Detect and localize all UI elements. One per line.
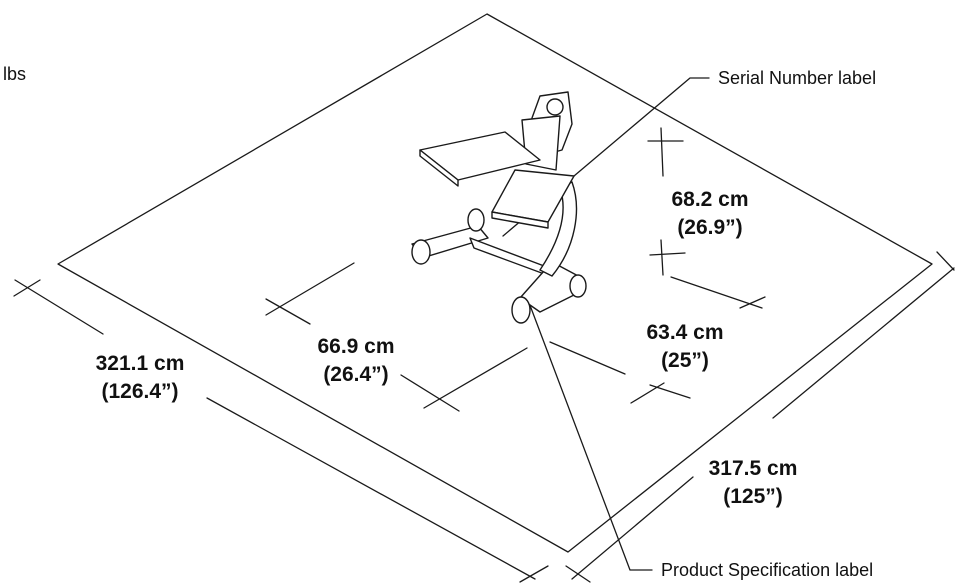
inner-left-dimension-in: (26.4”) bbox=[323, 363, 389, 386]
inner-right-dimension-in: (25”) bbox=[661, 349, 709, 372]
outer-right-dimension-cm: 317.5 cm bbox=[708, 457, 798, 480]
outer-left-dimension-cm: 321.1 cm bbox=[95, 352, 185, 375]
header-fragment-text: 8 lbs bbox=[0, 64, 27, 84]
brand-logo-badge bbox=[546, 98, 564, 116]
product-specification-callout: Product Specification label bbox=[661, 560, 874, 580]
inner-right-dimension-cm: 63.4 cm bbox=[646, 321, 724, 344]
bench-seat-pad-edge bbox=[491, 211, 549, 229]
rear-foot-cap-left bbox=[411, 239, 431, 265]
product-specification-leader bbox=[527, 299, 653, 571]
outer-dimension-right-lines bbox=[565, 251, 955, 583]
weight-bench-illustration bbox=[411, 91, 587, 324]
inner-right-dimension: 63.4 cm (25”) bbox=[625, 319, 745, 375]
front-foot-cap-left bbox=[511, 296, 531, 324]
rear-foot-cap-right bbox=[467, 208, 485, 232]
inner-dimension-top-lines bbox=[647, 127, 686, 276]
inner-left-dimension: 66.9 cm (26.4”) bbox=[296, 333, 416, 389]
outer-right-dimension-in: (125”) bbox=[723, 485, 783, 508]
outer-left-dimension: 321.1 cm (126.4”) bbox=[70, 350, 210, 406]
outer-right-dimension: 317.5 cm (125”) bbox=[688, 455, 818, 511]
inner-dimension-right-lines bbox=[549, 276, 766, 404]
bench-rear-pad-edge bbox=[419, 149, 459, 187]
outer-left-dimension-in: (126.4”) bbox=[101, 380, 179, 403]
serial-number-callout: Serial Number label bbox=[718, 68, 877, 88]
inner-top-dimension-cm: 68.2 cm bbox=[671, 188, 749, 211]
inner-top-dimension: 68.2 cm (26.9”) bbox=[650, 186, 770, 242]
inner-top-dimension-in: (26.9”) bbox=[677, 216, 743, 239]
bench-upright bbox=[539, 181, 578, 277]
front-foot-cap-right bbox=[569, 274, 587, 298]
inner-left-dimension-cm: 66.9 cm bbox=[317, 335, 395, 358]
outer-dimension-left-lines bbox=[13, 279, 549, 583]
floor-area-outline bbox=[57, 13, 933, 553]
inner-dimension-left-lines bbox=[265, 262, 528, 412]
